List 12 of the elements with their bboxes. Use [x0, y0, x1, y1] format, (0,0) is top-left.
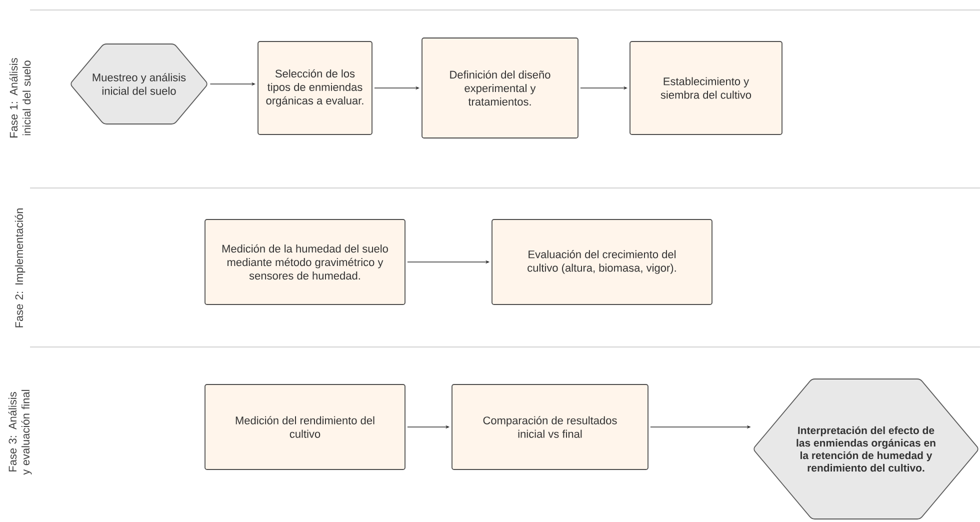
lane-label: Fase 1: Análisis inicial del suelo: [9, 58, 31, 138]
hexagon-node: Muestreo y análisis inicial del suelo: [70, 44, 208, 124]
process-box: Medición del rendimiento del cultivo: [204, 384, 406, 470]
process-box: Evaluación del crecimiento del cultivo (altura, biomasa, vigor).: [492, 219, 712, 305]
process-box: Comparación de resultados inicial vs final: [452, 384, 648, 470]
process-box: Definición del diseño experimental y tratamientos.: [422, 38, 578, 138]
lane-label: Fase 3: Análisis y evaluación final: [8, 390, 32, 475]
process-box: Medición de la humedad del suelo mediante método gravimétrico y sensores de humedad.: [204, 219, 406, 305]
hexagon-node: Interpretación del efecto de las enmiendas orgánicas en la retención de humedad y rendimiento del cultivo.: [754, 378, 978, 520]
process-box: Selección de los tipos de enmiendas orgánicas a evaluar.: [258, 41, 372, 135]
process-box: Establecimiento y siembra del cultivo: [630, 41, 782, 135]
lane-label: Fase 2: Implementación: [14, 208, 26, 328]
